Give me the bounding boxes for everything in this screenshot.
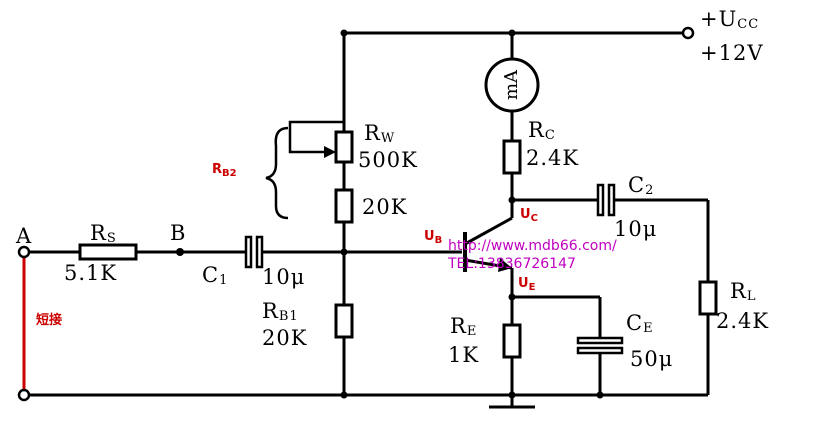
rb1-value: 20K (262, 326, 307, 350)
junction-ground-left (340, 391, 348, 399)
resistor-re (502, 323, 522, 359)
re-name: RE (450, 314, 477, 339)
ce-value: 50μ (630, 347, 673, 371)
rs-value: 5.1K (64, 261, 117, 285)
resistor-rb1 (334, 303, 354, 339)
terminal-a (17, 245, 31, 259)
rw-value: 500K (358, 148, 418, 172)
watermark-tel: TEL:13836726147 (447, 256, 576, 272)
meter-label: mA (501, 69, 522, 100)
supply-label: +UCC (700, 7, 759, 32)
junction-ground-ce (596, 391, 604, 399)
short-label: 短接 (36, 312, 62, 328)
resistor-rb2 (334, 188, 354, 224)
node-ub: UB (424, 229, 442, 246)
re-value: 1K (448, 343, 479, 367)
terminal-ground (17, 388, 31, 402)
wires (22, 31, 710, 407)
terminal-b-dot (176, 248, 184, 256)
rb1-name: RB1 (262, 299, 299, 324)
terminal-b-label: B (170, 221, 186, 245)
rb2-brace-label: RB2 (212, 162, 237, 179)
junction-ground-re (508, 391, 516, 399)
node-ue: UE (518, 276, 536, 293)
terminal-a-label: A (15, 224, 32, 248)
rw-name: RW (364, 121, 395, 146)
node-uc: UC (520, 207, 538, 224)
potentiometer-wiper (288, 120, 344, 158)
ce-name: CE (626, 311, 654, 336)
c2-name: C2 (628, 173, 654, 198)
resistor-rw (334, 130, 354, 164)
rb2-value: 20K (362, 195, 407, 219)
c2-value: 10μ (614, 217, 657, 241)
rl-name: RL (730, 279, 756, 304)
transistor (463, 216, 513, 272)
rl-value: 2.4K (716, 309, 769, 333)
junction-base (340, 248, 348, 256)
capacitor-ce (576, 336, 624, 355)
rs-name: RS (90, 221, 117, 246)
junction-collector (508, 196, 516, 204)
rc-value: 2.4K (526, 146, 579, 170)
resistor-rs (78, 243, 138, 261)
c1-name: C1 (202, 263, 228, 288)
supply-voltage: +12V (700, 41, 763, 65)
junction-emitter (508, 293, 516, 301)
junction-top-left (340, 29, 348, 37)
capacitor-c1 (244, 235, 264, 269)
rb2-brace (265, 126, 289, 220)
capacitor-c2 (596, 183, 616, 217)
junctions (176, 29, 604, 399)
milliammeter: mA (484, 57, 540, 113)
c1-value: 10μ (262, 265, 305, 289)
rc-name: RC (528, 118, 556, 143)
watermark-url: http://www.mdb66.com/ (448, 238, 617, 254)
resistor-rl (698, 280, 718, 316)
resistor-rc (502, 139, 522, 175)
junction-top-meter (508, 29, 516, 37)
terminal-supply (681, 26, 695, 40)
